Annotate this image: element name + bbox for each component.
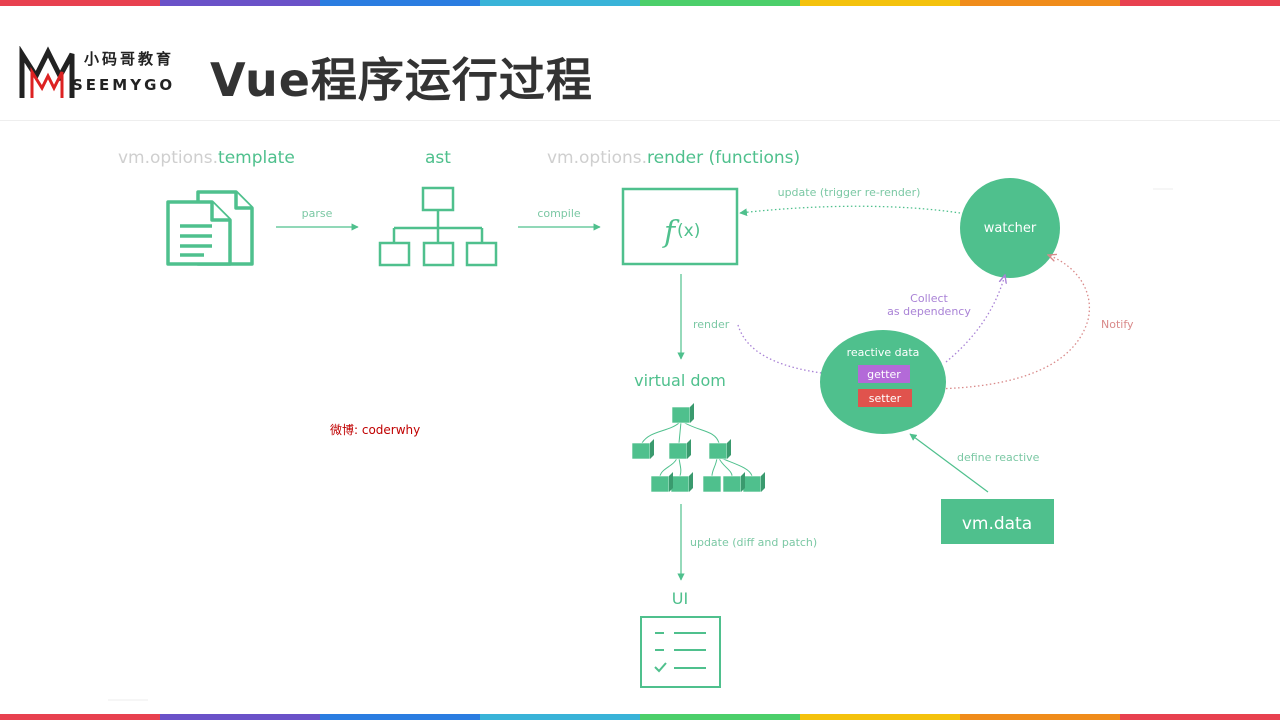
getter-badge bbox=[858, 365, 910, 383]
logo-english-text: SEEMYGO bbox=[72, 76, 176, 94]
virtual-dom-tree-icon bbox=[631, 403, 765, 493]
brand-logo: 小码哥教育 SEEMYGO bbox=[18, 45, 188, 106]
stripe-segment bbox=[800, 714, 960, 720]
define-reactive-label: define reactive bbox=[957, 451, 1040, 464]
stripe-segment bbox=[800, 0, 960, 6]
render-heading: vm.options.render (functions) bbox=[547, 148, 800, 168]
collect-label-line1: Collect bbox=[910, 292, 948, 305]
update-trigger-label: update (trigger re-render) bbox=[778, 186, 921, 199]
watcher-node bbox=[960, 178, 1060, 278]
template-prefix: vm.options. bbox=[118, 148, 218, 168]
logo-chinese-text: 小码哥教育 bbox=[84, 50, 175, 68]
setter-badge bbox=[858, 389, 912, 407]
ui-heading: UI bbox=[672, 589, 688, 608]
vm-data-label: vm.data bbox=[962, 514, 1032, 534]
stripe-segment bbox=[960, 714, 1120, 720]
template-documents-icon bbox=[166, 190, 254, 266]
define-reactive-arrow bbox=[909, 433, 989, 493]
parse-label: parse bbox=[302, 207, 333, 220]
template-word: template bbox=[218, 148, 295, 168]
watcher-label: watcher bbox=[984, 221, 1037, 236]
render-word: render (functions) bbox=[647, 148, 800, 168]
ui-checklist-icon bbox=[640, 616, 721, 688]
template-heading: vm.options.template bbox=[118, 148, 295, 168]
fx-argument: (x) bbox=[677, 221, 700, 241]
render-function-box bbox=[621, 187, 739, 266]
render-prefix: vm.options. bbox=[547, 148, 647, 168]
vm-data-box bbox=[941, 499, 1054, 544]
stripe-segment bbox=[1120, 0, 1280, 6]
weibo-watermark: 微博: coderwhy bbox=[330, 423, 421, 437]
stripe-segment bbox=[640, 714, 800, 720]
virtual-dom-heading: virtual dom bbox=[634, 371, 726, 390]
ast-tree-icon bbox=[378, 186, 498, 267]
stripe-segment bbox=[960, 0, 1120, 6]
update-diff-label: update (diff and patch) bbox=[690, 536, 817, 549]
notify-label: Notify bbox=[1101, 318, 1134, 331]
slide-header: 小码哥教育 SEEMYGO Vue程序运行过程 bbox=[0, 6, 1280, 121]
top-color-stripe bbox=[0, 0, 1280, 6]
stripe-segment bbox=[320, 0, 480, 6]
stripe-segment bbox=[480, 0, 640, 6]
setter-label: setter bbox=[869, 392, 902, 405]
ast-heading: ast bbox=[425, 148, 451, 168]
stripe-segment bbox=[480, 714, 640, 720]
stripe-segment bbox=[1120, 714, 1280, 720]
collect-dependency-arrow bbox=[945, 275, 1005, 363]
seemygo-m-icon bbox=[19, 45, 75, 98]
reactive-data-label: reactive data bbox=[847, 346, 920, 359]
stripe-segment bbox=[640, 0, 800, 6]
stripe-segment bbox=[160, 714, 320, 720]
getter-label: getter bbox=[867, 368, 901, 381]
stripe-segment bbox=[320, 714, 480, 720]
page-title: Vue程序运行过程 bbox=[210, 53, 593, 107]
stripe-segment bbox=[160, 0, 320, 6]
stripe-segment bbox=[0, 0, 160, 6]
compile-label: compile bbox=[537, 207, 581, 220]
collect-label-line2: as dependency bbox=[887, 305, 971, 318]
render-label: render bbox=[693, 318, 730, 331]
stripe-segment bbox=[0, 714, 160, 720]
bottom-color-stripe bbox=[0, 714, 1280, 720]
trigger-rerender-arrow bbox=[739, 205, 961, 217]
